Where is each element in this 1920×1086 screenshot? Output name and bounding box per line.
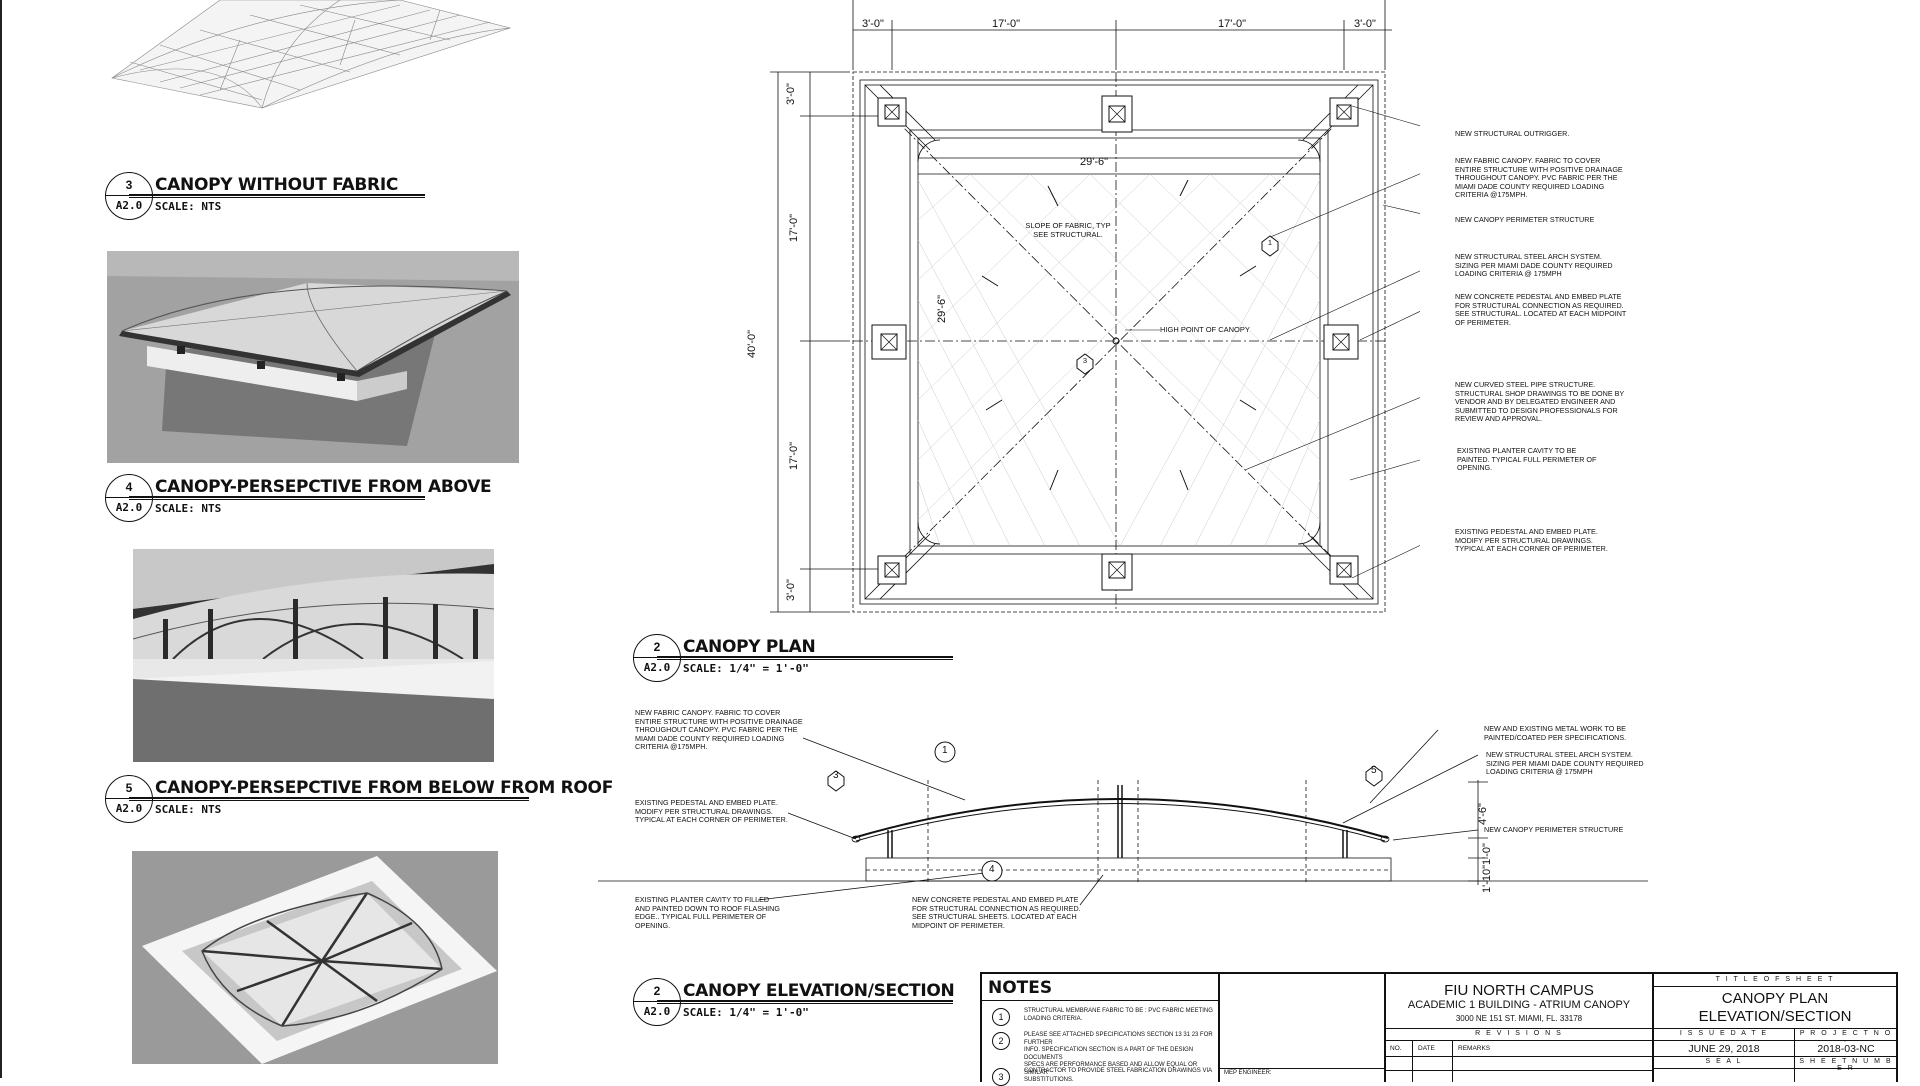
canopy-wireframe-view [100,0,520,150]
mep-engineer-label: MEP ENGINEER: [1224,1070,1272,1076]
detail-scale: SCALE: NTS [155,502,222,515]
plan-tag-1: 1 [1267,238,1273,247]
revisions-header: R E V I S I O N S [1475,1030,1563,1037]
plan-dim-left-2: 17'-0" [788,213,801,243]
plan-callout: NEW CONCRETE PEDESTAL AND EMBED PLATE FO… [1455,292,1627,327]
title-of-sheet-header: T I T L E O F S H E E T [1715,976,1835,983]
title-block: MEP ENGINEER: FIU NORTH CAMPUS ACADEMIC … [1218,972,1898,1082]
detail-scale: SCALE: 1/4" = 1'-0" [683,662,809,675]
note-text: PLEASE SEE ATTACHED SPECIFICATIONS SECTI… [1024,1032,1213,1083]
plan-callout: EXISTING PEDESTAL AND EMBED PLATE. MODIF… [1455,527,1608,553]
sheet-info-cell: T I T L E O F S H E E T CANOPY PLAN ELEV… [1654,974,1896,1082]
canopy-elevation-drawing [598,720,1658,920]
detail-scale: SCALE: 1/4" = 1'-0" [683,1006,809,1019]
detail-scale: SCALE: NTS [155,803,222,816]
issue-date-value: JUNE 29, 2018 [1688,1043,1760,1055]
canopy-perspective-below-render [133,549,494,762]
note-text: STRUCTURAL MEMBRANE FABRIC TO BE : PVC F… [1024,1008,1213,1022]
elevation-tag-5: 5 [1371,765,1377,776]
plan-slope-label: SLOPE OF FABRIC, TYP SEE STRUCTURAL. [1025,221,1111,239]
mep-engineer-cell: MEP ENGINEER: [1220,974,1386,1082]
rev-col-date: DATE [1418,1045,1435,1052]
note-number: 3 [992,1068,1010,1086]
plan-dim-top-1: 3'-0" [862,18,884,30]
note-number: 2 [992,1032,1010,1050]
canopy-perspective-above-render [107,251,519,463]
elevation-note-left: EXISTING PEDESTAL AND EMBED PLATE. MODIF… [635,798,788,824]
elevation-note-right: NEW CANOPY PERIMETER STRUCTURE [1484,825,1624,834]
detail-scale: SCALE: NTS [155,200,222,213]
plan-tag-3: 3 [1082,356,1088,365]
plan-dim-left-4: 3'-0" [784,579,797,601]
elevation-note-right: NEW AND EXISTING METAL WORK TO BE PAINTE… [1484,724,1627,742]
note-text: CONTRACTOR TO PROVIDE STEEL FABRICATION … [1024,1068,1213,1074]
project-info-cell: FIU NORTH CAMPUS ACADEMIC 1 BUILDING - A… [1386,974,1654,1082]
elevation-tag-4: 4 [989,864,995,875]
elevation-dim-rise: 4'-6" [1476,803,1489,825]
plan-high-point-label: HIGH POINT OF CANOPY [1160,325,1250,334]
plan-callout: NEW STRUCTURAL STEEL ARCH SYSTEM. SIZING… [1455,252,1613,278]
plan-callout: NEW STRUCTURAL OUTRIGGER. [1455,129,1570,138]
project-name: FIU NORTH CAMPUS [1444,982,1594,999]
elevation-note-left: NEW CONCRETE PEDESTAL AND EMBED PLATE FO… [912,895,1081,930]
notes-box: NOTES 1 STRUCTURAL MEMBRANE FABRIC TO BE… [980,972,1222,1086]
issue-date-header: I S S U E D A T E [1679,1030,1769,1037]
plan-dim-top-2: 17'-0" [992,18,1021,30]
plan-dim-inner-v: 29'-6" [936,294,949,324]
elevation-tag-1: 1 [942,745,948,756]
project-address: 3000 NE 151 ST. MIAMI, FL. 33178 [1455,1014,1583,1023]
plan-dim-top-4: 3'-0" [1354,18,1376,30]
project-subtitle: ACADEMIC 1 BUILDING - ATRIUM CANOPY [1407,999,1631,1011]
detail-title: CANOPY-PERSEPCTIVE FROM ABOVE [155,477,492,497]
plan-callout: NEW FABRIC CANOPY. FABRIC TO COVER ENTIR… [1455,156,1623,199]
plan-dim-left-3: 17'-0" [788,441,801,471]
project-no-header: P R O J E C T N O . [1799,1030,1893,1044]
notes-header: NOTES [988,978,1053,998]
plan-callout: NEW CURVED STEEL PIPE STRUCTURE. STRUCTU… [1455,380,1625,423]
plan-dim-top-3: 17'-0" [1218,18,1247,30]
detail-title: CANOPY PLAN [683,637,816,657]
note-number: 1 [992,1008,1010,1026]
plan-dim-left-1: 3'-0" [784,83,797,105]
canopy-interior-render [132,851,498,1064]
elevation-tag-3: 3 [833,770,839,781]
detail-title: CANOPY ELEVATION/SECTION [683,981,955,1001]
sheet-title-line-1: CANOPY PLAN [1721,990,1829,1007]
sheet-number-header: S H E E T N U M B E R [1799,1058,1893,1072]
rev-col-remarks: REMARKS [1458,1045,1491,1052]
elevation-note-left: EXISTING PLANTER CAVITY TO FILLED AND PA… [635,895,780,930]
plan-callout: NEW CANOPY PERIMETER STRUCTURE [1455,215,1595,224]
project-no-value: 2018-03-NC [1817,1043,1875,1055]
elevation-dim-base: 1'-10"1'-0" [1480,843,1493,893]
detail-title: CANOPY-PERSEPCTIVE FROM BELOW FROM ROOF [155,778,614,798]
detail-title: CANOPY WITHOUT FABRIC [155,175,399,195]
elevation-note-left: NEW FABRIC CANOPY. FABRIC TO COVER ENTIR… [635,708,803,751]
plan-callout: EXISTING PLANTER CAVITY TO BE PAINTED. T… [1457,446,1597,472]
elevation-note-right: NEW STRUCTURAL STEEL ARCH SYSTEM. SIZING… [1486,750,1644,776]
canopy-plan-drawing [740,0,1449,620]
sheet-title-line-2: ELEVATION/SECTION [1698,1008,1852,1025]
rev-col-no: NO. [1390,1045,1402,1052]
plan-dim-inner-h: 29'-6" [1080,156,1109,168]
plan-dim-overall: 40'-0" [746,329,759,359]
seal-header: S E A L [1705,1058,1743,1065]
